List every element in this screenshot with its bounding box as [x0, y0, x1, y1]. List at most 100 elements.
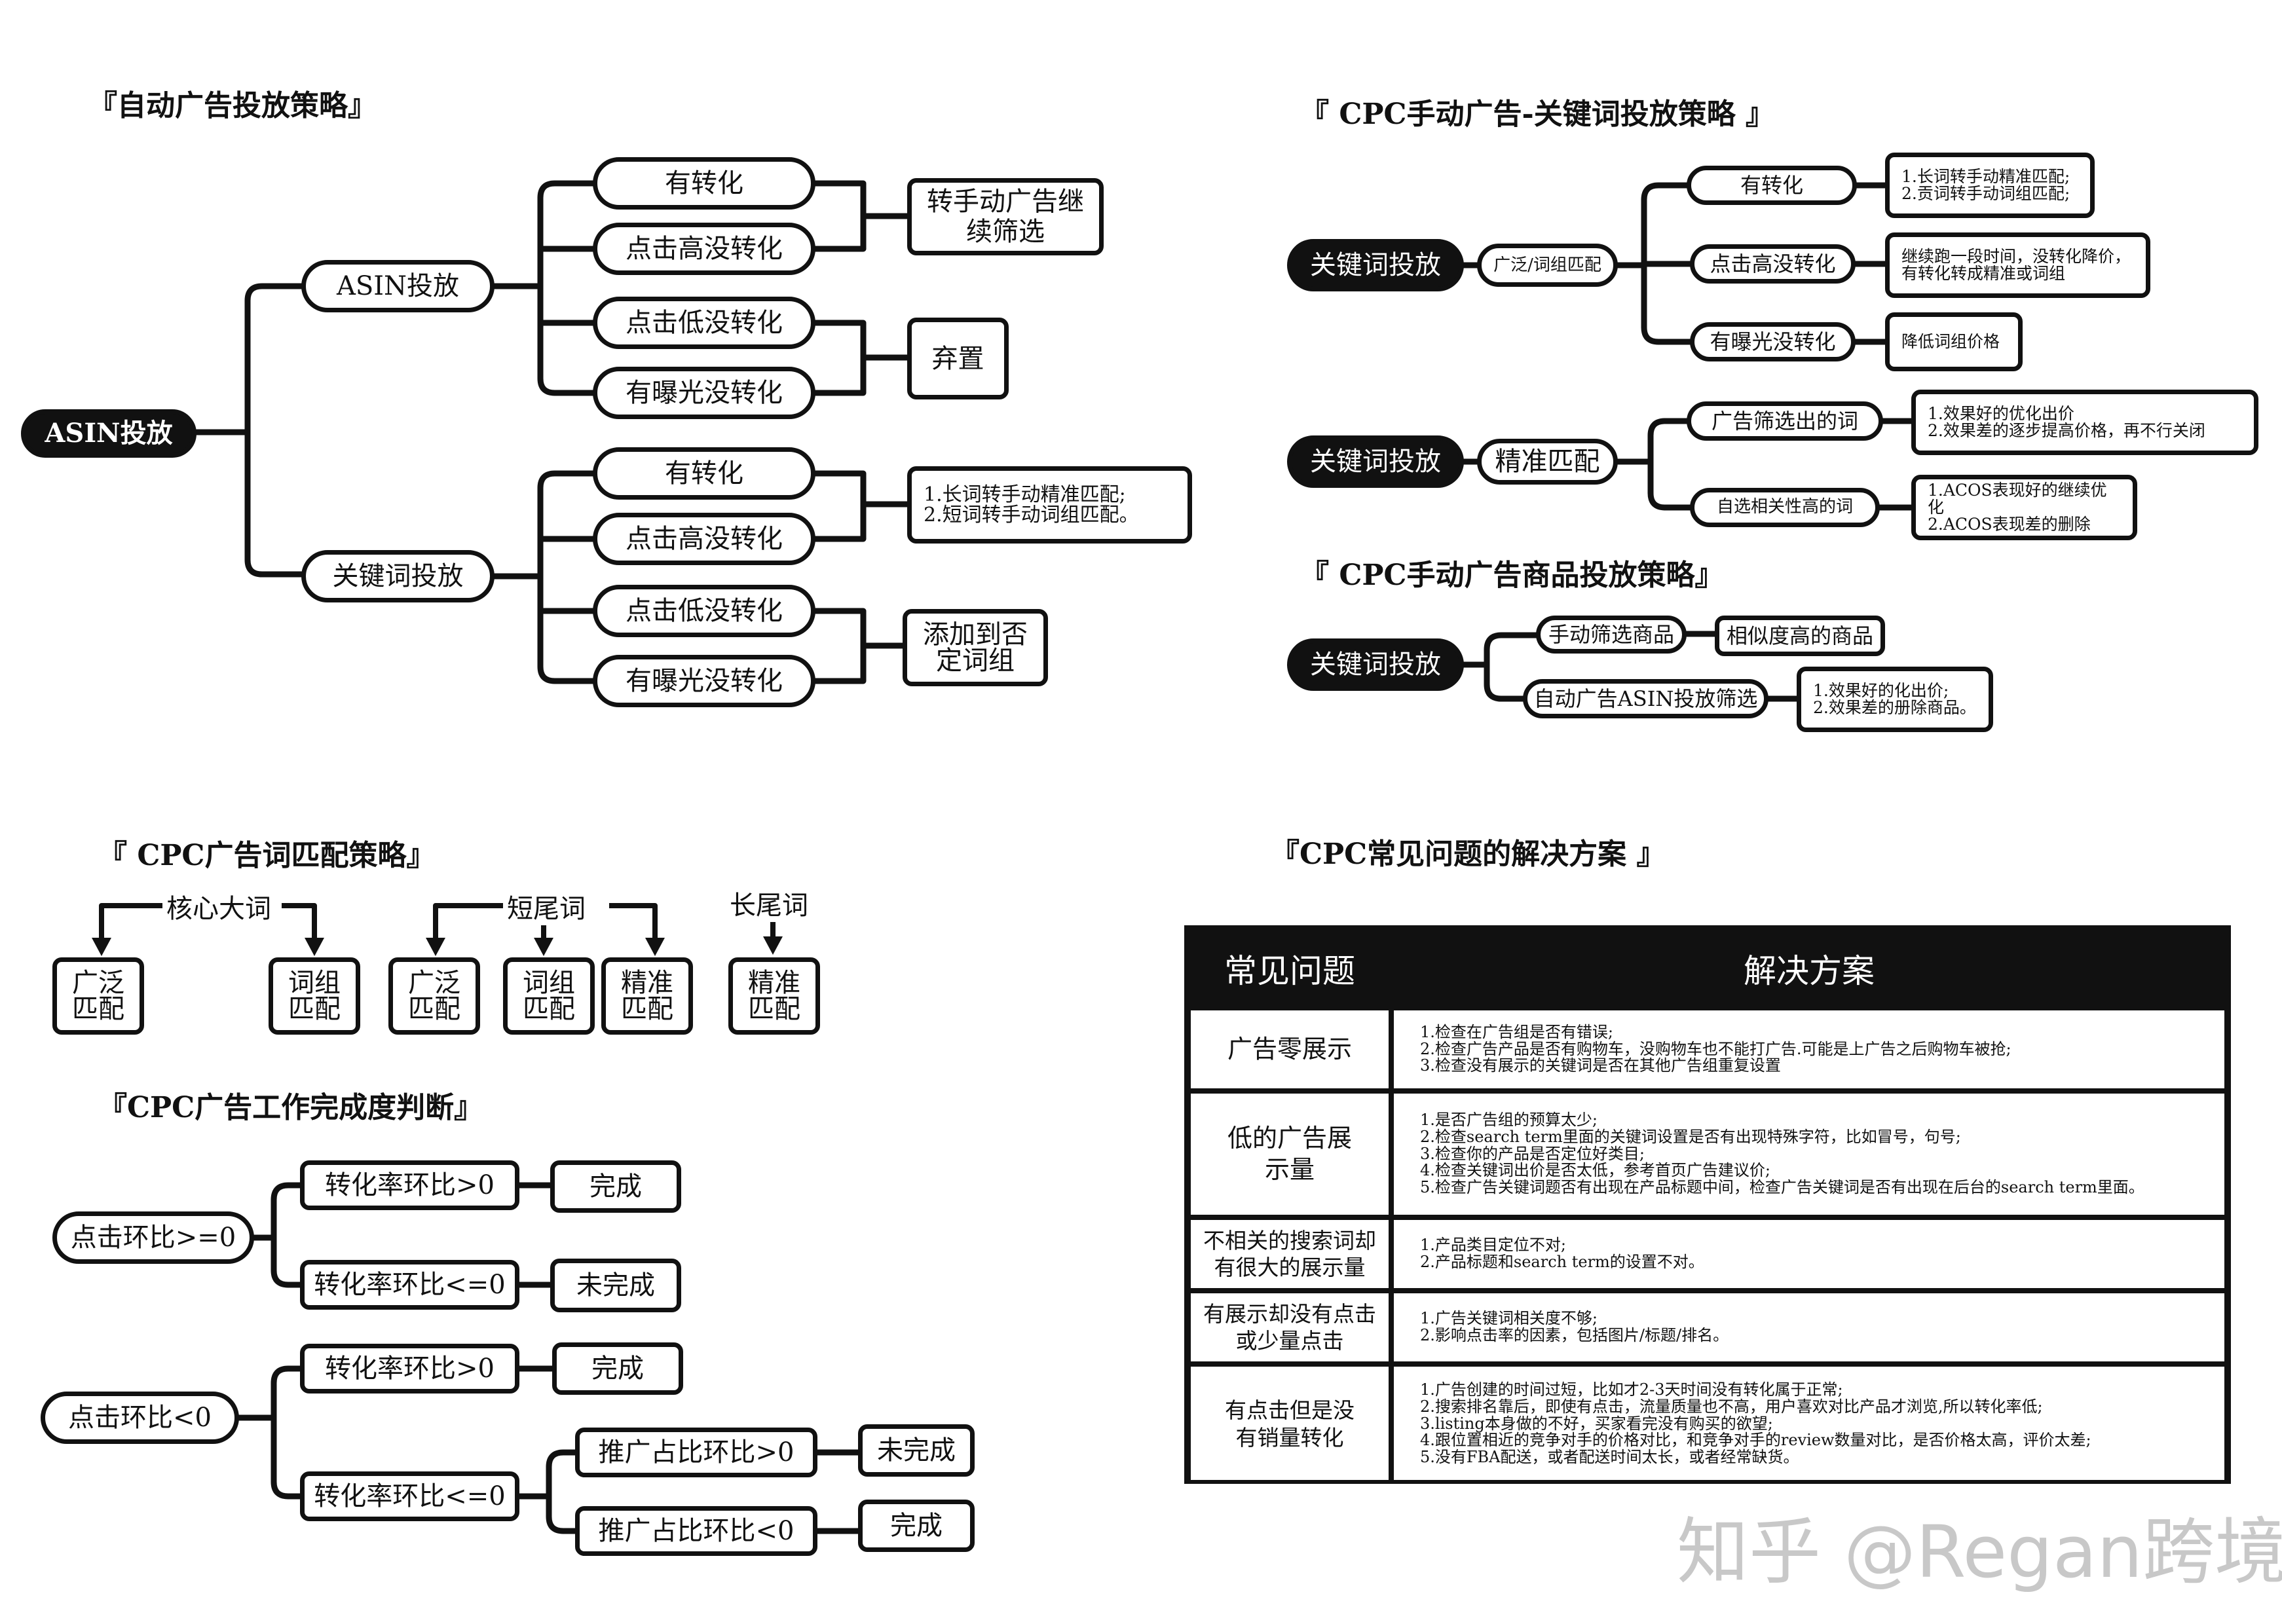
issue-a-3-line: 2.产品标题和search term的设置不对。 [1420, 1253, 1704, 1271]
issue-a-5-line: 5.没有FBA配送，或者配送时间太长，或者经常缺货。 [1420, 1448, 1799, 1467]
issue-a-3: 1.产品类目定位不对; 2.产品标题和search term的设置不对。 [1391, 1217, 2227, 1291]
issue-a-1: 1.检查在广告组是否有错误; 2.检查广告产品是否有购物车，没购物车也不能打广告… [1391, 1008, 2227, 1091]
prod-auto-asin-filter: 自动广告ASIN投放筛选 [1523, 679, 1768, 718]
auto-kw-has-conversion: 有转化 [593, 447, 815, 500]
kw-high-click: 点击高没转化 [1690, 244, 1856, 284]
issue-a-4: 1.广告关键词相关度不够; 2.影响点击率的因素，包括图片/标题/排名。 [1391, 1291, 2227, 1364]
kw-note-conversion: 1.长词转手动精准匹配; 2.贡词转手动词组匹配; [1885, 153, 2095, 218]
done-complete-2: 完成 [552, 1342, 683, 1395]
auto-asin-has-conversion: 有转化 [593, 157, 815, 210]
auto-asin-exposure: 有曝光没转化 [593, 367, 815, 419]
header-issues: 『CPC常见问题的解决方案 』 [1271, 838, 1666, 871]
issue-a-2-line: 5.检查广告关键词题否有出现在产品标题中间，检查广告关键词是否有出现在后台的se… [1420, 1178, 2144, 1197]
auto-kw-exposure: 有曝光没转化 [593, 655, 815, 707]
match-short-exact: 精准匹配 [601, 957, 693, 1035]
match-core-label: 核心大词 [162, 887, 275, 925]
auto-kw-note-line-2: 2.短词转手动词组匹配。 [924, 504, 1139, 526]
col-solution-header: 解决方案 [1391, 929, 2227, 1008]
kw-exposure: 有曝光没转化 [1690, 322, 1856, 361]
prod-note-line-2: 2.效果差的册除商品。 [1813, 698, 1976, 717]
done-click-lt-zero: 点击环比<0 [41, 1392, 239, 1444]
auto-to-manual-note: 转手动广告继续筛选 [907, 178, 1104, 255]
auto-keyword-node: 关键词投放 [301, 550, 495, 602]
auto-kw-low-click: 点击低没转化 [593, 585, 815, 637]
kw-note-high-click-line-1: 继续跑一段时间，没转化降价， [1901, 246, 2131, 266]
auto-negative-note: 添加到否定词组 [903, 609, 1048, 686]
match-core-broad: 广泛匹配 [52, 957, 144, 1035]
match-long-exact: 精准匹配 [728, 957, 820, 1035]
done-cvr-le-zero-1: 转化率环比<=0 [300, 1260, 519, 1310]
kw-note-filtered-line-1: 1.效果好的优化出价 [1928, 403, 2074, 423]
issue-a-5-line: 2.搜索排名靠后，即使有点击，流量质量也不高，用户喜欢对比产品才浏览,所以转化率… [1420, 1397, 2043, 1416]
issue-a-1-line: 2.检查广告产品是否有购物车，没购物车也不能打广告.可能是上广告之后购物车被抢; [1420, 1039, 2011, 1058]
header-completion: 『CPC广告工作完成度判断』 [98, 1091, 483, 1124]
kw-note-high-click: 继续跑一段时间，没转化降价， 有转化转成精准或词组 [1885, 232, 2150, 298]
kw-note-chosen-line-2: 2.ACOS表现差的删除 [1928, 515, 2091, 534]
prod-similar-products: 相似度高的商品 [1715, 616, 1885, 656]
issue-a-2-line: 2.检查search term里面的关键词设置是否有出现特殊字符，比如冒号，句号… [1420, 1127, 1961, 1146]
auto-asin-node: ASIN投放 [301, 260, 495, 312]
auto-kw-high-click: 点击高没转化 [593, 513, 815, 565]
kw-note-chosen: 1.ACOS表现好的继续优化 2.ACOS表现差的删除 [1911, 475, 2137, 540]
kw-note-conversion-line-1: 1.长词转手动精准匹配; [1901, 166, 2070, 186]
done-cvr-gt-zero-1: 转化率环比>0 [300, 1160, 519, 1210]
col-problem-header: 常见问题 [1188, 929, 1391, 1008]
issue-q-1: 广告零展示 [1188, 1008, 1391, 1091]
kw-root-1: 关键词投放 [1287, 239, 1464, 291]
auto-asin-high-click: 点击高没转化 [593, 223, 815, 275]
done-incomplete-1: 未完成 [550, 1259, 681, 1312]
header-auto-strategy: 『自动广告投放策略』 [88, 89, 377, 122]
match-long-label: 长尾词 [726, 884, 812, 922]
issue-a-5: 1.广告创建的时间过短，比如才2-3天时间没有转化属于正常; 2.搜索排名靠后，… [1391, 1364, 2227, 1484]
issue-a-5-line: 1.广告创建的时间过短，比如才2-3天时间没有转化属于正常; [1420, 1380, 1843, 1399]
issue-q-5: 有点击但是没有销量转化 [1188, 1364, 1391, 1484]
prod-root: 关键词投放 [1287, 638, 1464, 691]
kw-note-filtered-line-2: 2.效果差的逐步提高价格，再不行关闭 [1928, 421, 2205, 440]
issue-a-2: 1.是否广告组的预算太少; 2.检查search term里面的关键词设置是否有… [1391, 1091, 2227, 1217]
issue-a-5-line: 4.跟位置相近的竞争对手的价格对比，和竞争对手的review数量对比，是否价格太… [1420, 1431, 2091, 1450]
kw-note-chosen-line-1: 1.ACOS表现好的继续优化 [1928, 480, 2107, 517]
auto-asin-low-click: 点击低没转化 [593, 297, 815, 349]
kw-has-conversion: 有转化 [1687, 166, 1857, 205]
issue-a-1-line: 1.检查在广告组是否有错误; [1420, 1022, 1613, 1041]
done-complete-1: 完成 [550, 1160, 681, 1213]
header-keyword-strategy: 『 CPC手动广告-关键词投放策略 』 [1300, 98, 1775, 131]
auto-kw-note-line-1: 1.长词转手动精准匹配; [924, 483, 1126, 506]
done-share-lt-zero: 推广占比环比<0 [575, 1506, 817, 1556]
issue-a-3-line: 1.产品类目定位不对; [1420, 1236, 1566, 1255]
match-core-phrase: 词组匹配 [269, 957, 360, 1035]
done-cvr-le-zero-2: 转化率环比<=0 [300, 1471, 519, 1521]
kw-note-high-click-line-2: 有转化转成精准或词组 [1901, 264, 2066, 283]
kw-note-filtered: 1.效果好的优化出价 2.效果差的逐步提高价格，再不行关闭 [1911, 390, 2258, 455]
issue-a-2-line: 1.是否广告组的预算太少; [1420, 1110, 1598, 1129]
done-share-gt-zero: 推广占比环比>0 [575, 1428, 817, 1477]
auto-kw-note: 1.长词转手动精准匹配; 2.短词转手动词组匹配。 [907, 466, 1192, 544]
done-incomplete-2: 未完成 [858, 1424, 975, 1477]
watermark: 知乎 @Regan跨境 [1677, 1510, 2282, 1594]
issue-a-2-line: 3.检查你的产品是否定位好类目; [1420, 1144, 1645, 1163]
prod-note: 1.效果好的化出价; 2.效果差的册除商品。 [1797, 667, 1993, 732]
match-short-broad: 广泛匹配 [388, 957, 480, 1035]
kw-note-exposure: 降低词组价格 [1885, 312, 2023, 371]
issue-q-2: 低的广告展示量 [1188, 1091, 1391, 1217]
auto-root-asin: ASIN投放 [21, 409, 196, 458]
issue-a-1-line: 3.检查没有展示的关键词是否在其他广告组重复设置 [1420, 1056, 1781, 1075]
kw-root-2: 关键词投放 [1287, 435, 1464, 488]
issue-q-4: 有展示却没有点击或少量点击 [1188, 1291, 1391, 1364]
issue-q-3: 不相关的搜索词却有很大的展示量 [1188, 1217, 1391, 1291]
match-short-phrase: 词组匹配 [503, 957, 595, 1035]
match-short-label: 短尾词 [503, 887, 589, 925]
prod-manual-filter: 手动筛选商品 [1536, 616, 1687, 654]
prod-note-line-1: 1.效果好的化出价; [1813, 680, 1949, 700]
issue-a-2-line: 4.检查关键词出价是否太低，参考首页广告建议价; [1420, 1161, 1770, 1180]
issue-a-5-line: 3.listing本身做的不好，买家看完没有购买的欲望; [1420, 1414, 1773, 1433]
header-match-strategy: 『 CPC广告词匹配策略』 [98, 839, 436, 872]
header-product-strategy: 『 CPC手动广告商品投放策略』 [1300, 559, 1724, 592]
auto-abandon-note: 弃置 [907, 318, 1009, 399]
kw-note-conversion-line-2: 2.贡词转手动词组匹配; [1901, 184, 2070, 203]
issues-table: 常见问题 解决方案 广告零展示 1.检查在广告组是否有错误; 2.检查广告产品是… [1184, 925, 2231, 1484]
kw-exact-match: 精准匹配 [1477, 439, 1618, 485]
done-complete-3: 完成 [858, 1500, 975, 1552]
issue-a-4-line: 2.影响点击率的因素，包括图片/标题/排名。 [1420, 1326, 1729, 1344]
